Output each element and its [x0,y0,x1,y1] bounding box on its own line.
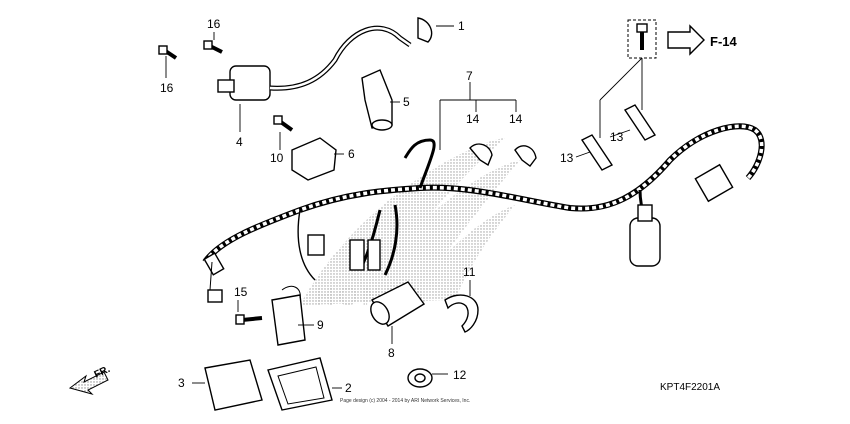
copyright-notice: Page design (c) 2004 - 2014 by ARI Netwo… [340,398,470,404]
bolt-part-16-top [203,40,223,54]
ignition-coil [217,25,412,101]
spark-plug-cap [361,69,393,131]
rubber-mount-part-2 [267,357,333,411]
bolt-part-16-left [158,45,178,60]
front-arrow-icon [68,371,109,395]
callout-numbers: 1 2 3 4 5 6 7 8 9 10 11 12 13 13 14 14 1… [160,17,624,395]
band-part-13-left [580,134,614,171]
reference-bolt-group: F-14 [627,19,738,59]
band-part-13-right [623,104,657,141]
reference-label: F-14 [710,34,738,49]
callout-11: 11 [463,265,476,279]
bolt-part-10 [273,115,294,132]
diagram-code: KPT4F2201A [660,382,720,393]
callout-16b: 16 [160,81,174,95]
callout-1: 1 [458,19,465,33]
callout-10: 10 [270,151,284,165]
clamp-part-14-right [514,145,537,167]
condenser-part-8 [370,281,426,327]
cdi-unit-part-3 [204,359,263,411]
relay [291,137,337,181]
clip-part-1 [417,17,433,43]
callout-4: 4 [236,135,243,149]
callout-13a: 13 [560,151,574,165]
callout-2: 2 [345,381,352,395]
callout-5: 5 [403,95,410,109]
callout-9: 9 [317,318,324,332]
callout-12: 12 [453,368,467,382]
grommet-part-12 [407,368,433,388]
band-part-11 [444,294,479,333]
callout-7: 7 [466,69,473,83]
front-direction-label: FR. [93,364,112,381]
front-direction-indicator: FR. [68,364,112,395]
callout-16a: 16 [207,17,221,31]
wire-harness [202,123,765,303]
callout-6: 6 [348,147,355,161]
leader-lines [165,25,643,389]
callout-8: 8 [388,346,395,360]
reference-arrow-icon [667,24,705,56]
bracket-part-9 [271,285,306,346]
callout-14a: 14 [466,112,480,126]
clamp-part-14-left [469,143,493,167]
callout-14b: 14 [509,112,523,126]
callout-15: 15 [234,285,248,299]
bolt-part-15 [235,314,263,325]
callout-3: 3 [178,376,185,390]
callout-13b: 13 [610,130,624,144]
